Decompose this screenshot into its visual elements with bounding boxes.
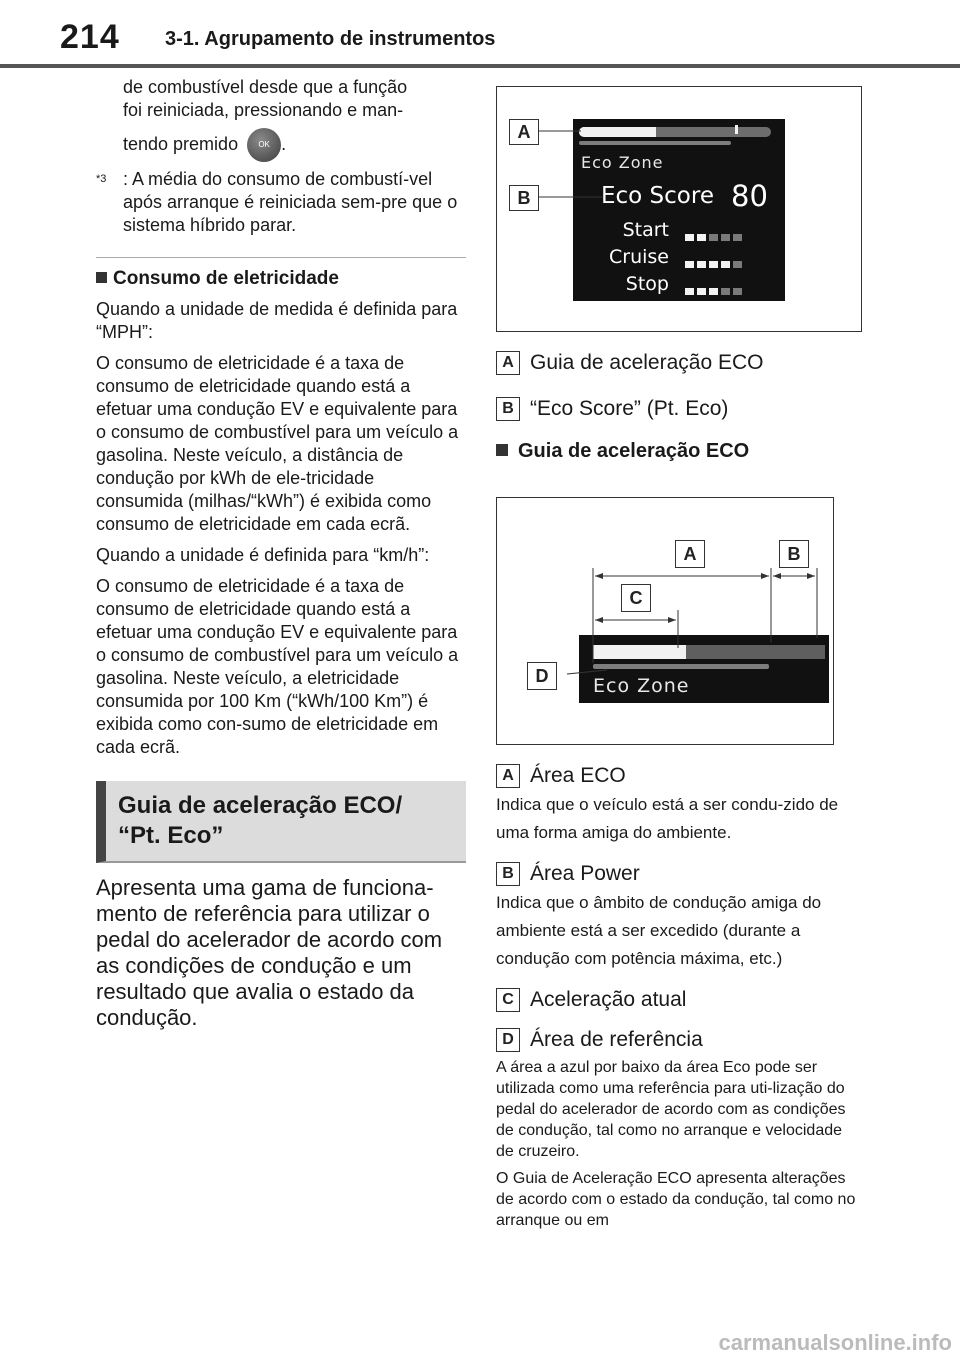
accel-bar-fill [579,127,656,137]
item-heading: B Área Power [496,861,864,887]
footnote: *3 : A média do consumo de combustí-vel a… [96,168,466,237]
callout-a: A [675,540,705,568]
item-title: Área ECO [530,764,626,787]
intro-text: Apresenta uma gama de funciona-mento de … [96,875,443,1030]
reference-bar [579,141,731,145]
eco-row-squares [685,282,745,300]
empty-square [733,234,742,241]
callout-b: B [779,540,809,568]
item-letter: B [496,862,520,886]
item-title: Aceleração atual [530,988,687,1011]
legend-text: Guia de aceleração ECO [530,351,764,374]
callout-b: B [509,185,539,211]
filled-square [709,288,718,295]
paragraph-3: Quando a unidade é definida para “km/h”: [96,545,430,565]
eco-row-squares [685,228,745,246]
legend-letter: B [496,397,520,421]
sub-heading-eletricidade: Consumo de eletricidade [96,268,466,290]
figure1-legend: A Guia de aceleração ECO B “Eco Score” (Pt.… [496,350,864,422]
cont-line-2: foi reiniciada, pressionando e man- [123,100,404,120]
eco-score-label: Eco Score [601,183,714,209]
filled-square [697,234,706,241]
box-heading: Guia de aceleração ECO/ “Pt. Eco” [96,781,466,863]
ok-button-icon: OK [247,128,282,162]
footnote-text: : A média do consumo de combustí-vel apó… [123,169,458,235]
item-letter: D [496,1028,520,1052]
cont-line-1: de combustível desde que a função [123,77,408,97]
empty-square [721,234,730,241]
legend-text: “Eco Score” (Pt. Eco) [530,397,729,420]
eco-score-value: 80 [731,179,768,213]
cont-line-3-wrap: tendo premido OK. [123,128,466,162]
empty-square [721,288,730,295]
filled-square [697,261,706,268]
callout-c: C [621,584,651,612]
eco-zone-label: Eco Zone [581,153,664,172]
accel-bar-track [579,125,771,137]
empty-square [709,234,718,241]
figure2-dimension-lines [566,568,818,675]
accel-bar-marker [735,125,738,134]
paragraph-4: O consumo de eletricidade é a taxa de co… [96,576,459,757]
final-paragraph: O Guia de Aceleração ECO apresenta alter… [496,1170,856,1229]
filled-square [685,234,694,241]
item-list: A Área ECO Indica que o veículo está a ser… [496,763,864,1162]
item-heading: A Área ECO [496,763,864,789]
header-rule [0,64,960,68]
paragraph-2: O consumo de eletricidade é a taxa de co… [96,353,459,534]
eco-row-label: Stop [625,273,669,295]
page-number: 214 [60,18,120,56]
square-bullet-icon [96,272,107,283]
eco-row-squares [685,255,745,273]
item-description: Indica que o veículo está a ser condu-zi… [496,795,839,842]
continued-text: de combustível desde que a função foi re… [96,76,466,162]
eco-row-label: Cruise [609,246,669,268]
legend-row: B “Eco Score” (Pt. Eco) [496,396,864,422]
eco-guide-figure: Eco Zone A B C D [496,497,834,745]
callout-a: A [509,119,539,145]
filled-square [685,261,694,268]
item-heading: D Área de referência [496,1027,864,1053]
section-divider [96,257,466,258]
reference-bar [593,664,769,669]
eco-zone-label: Eco Zone [593,675,690,697]
cont-line-3: tendo premido [123,133,239,154]
legend-row: A Guia de aceleração ECO [496,350,864,376]
left-column: de combustível desde que a função foi re… [96,76,466,1031]
legend-letter: A [496,351,520,375]
square-bullet-icon [496,444,508,456]
paragraph-1: Quando a unidade de medida é definida pa… [96,299,458,342]
item-title: Área Power [530,862,640,885]
callout-d: D [527,662,557,690]
item-description: Indica que o âmbito de condução amiga do… [496,893,822,968]
filled-square [685,288,694,295]
filled-square [721,261,730,268]
item-description: A área a azul por baixo da área Eco pode… [496,1059,846,1160]
item-letter: A [496,764,520,788]
item-heading: C Aceleração atual [496,987,864,1013]
item-title: Área de referência [530,1028,703,1051]
footnote-mark: *3 [96,173,107,185]
empty-square [733,261,742,268]
accel-bar-fill [593,645,686,659]
eco-guide-screen: Eco Zone [579,635,829,703]
filled-square [709,261,718,268]
eco-row-label: Start [622,219,669,241]
item-letter: C [496,988,520,1012]
figure1-leaders [538,130,603,198]
section-title: 3-1. Agrupamento de instrumentos [165,28,496,50]
sub-heading-guia: Guia de aceleração ECO [496,440,864,463]
filled-square [697,288,706,295]
empty-square [733,288,742,295]
watermark: carmanualsonline.info [718,1330,953,1355]
accel-bar-track [593,645,825,659]
